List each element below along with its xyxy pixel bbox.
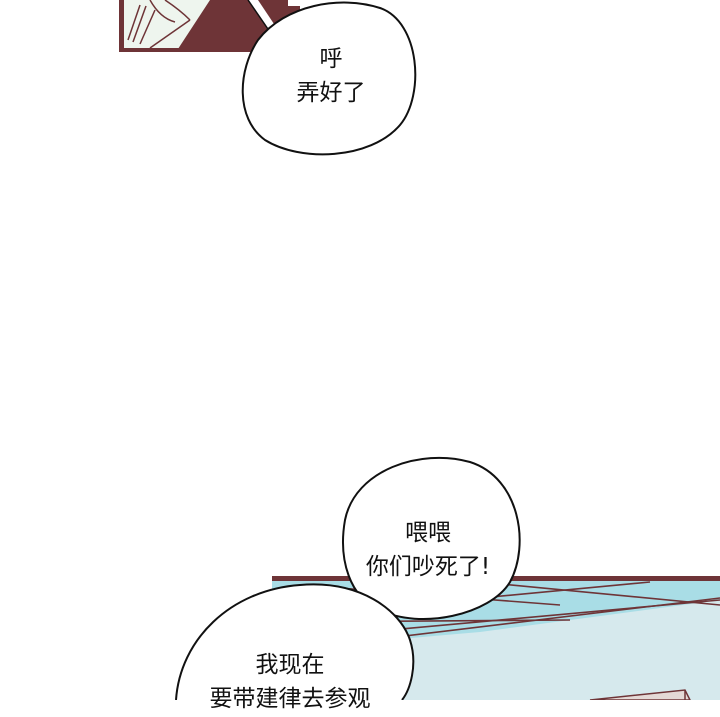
bubble-top-line-1: 呼 bbox=[319, 46, 343, 72]
bubble-bottom-shape bbox=[175, 583, 415, 700]
bubble-bottom-line-1: 我现在 bbox=[255, 652, 325, 678]
comic-artwork bbox=[119, 0, 720, 700]
bubble-middle-line-2: 你们吵死了! bbox=[365, 554, 491, 580]
bubble-top-shape bbox=[241, 1, 417, 156]
speech-bubbles bbox=[175, 1, 521, 700]
bubble-top-line-2: 弄好了 bbox=[296, 80, 366, 106]
bubble-middle-line-1: 喂喂 bbox=[405, 520, 451, 546]
